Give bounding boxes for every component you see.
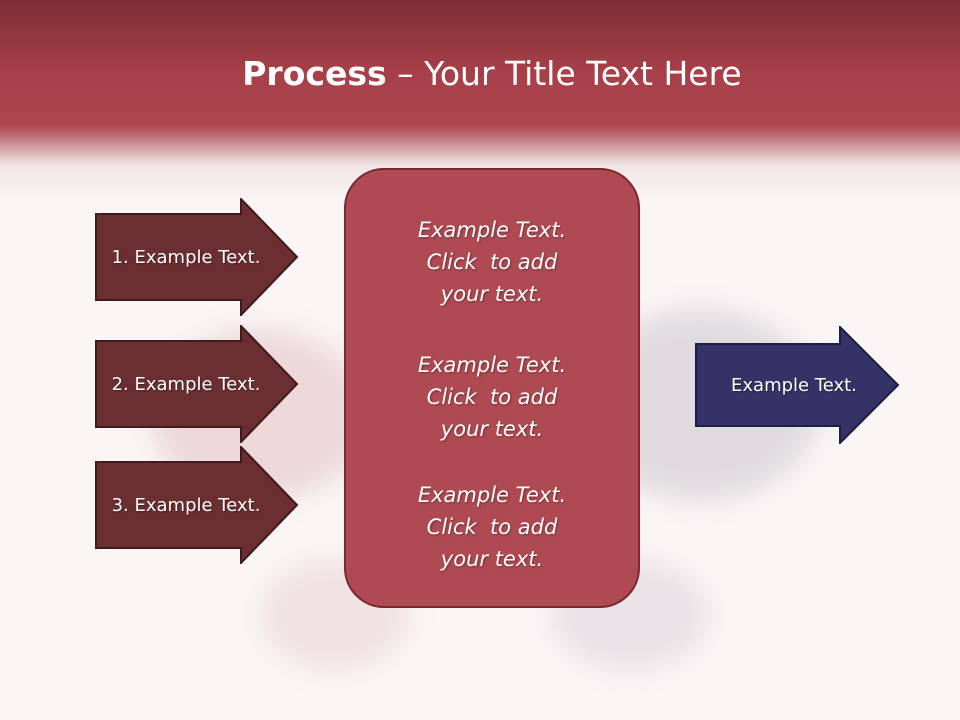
title-bold: Process	[242, 54, 387, 93]
step-arrow-label: 3. Example Text.	[111, 494, 261, 516]
text-line: your text.	[440, 547, 544, 571]
step-arrow-1[interactable]: 1. Example Text.	[95, 198, 299, 316]
arrow-shape	[95, 446, 299, 564]
text-line: Example Text.	[417, 353, 567, 377]
center-process-box[interactable]: Example Text. Click to add your text. Ex…	[344, 168, 640, 608]
text-block-3: Example Text. Click to add your text.	[346, 479, 638, 575]
title-rest: – Your Title Text Here	[386, 54, 742, 93]
output-arrow-label: Example Text.	[731, 374, 857, 396]
text-line: your text.	[440, 417, 544, 441]
output-arrow[interactable]: Example Text.	[695, 326, 900, 444]
arrow-shape	[95, 325, 299, 443]
text-line: Click to add	[426, 515, 558, 539]
arrow-shape	[695, 326, 900, 444]
step-arrow-3[interactable]: 3. Example Text.	[95, 446, 299, 564]
step-arrow-label: 2. Example Text.	[111, 373, 261, 395]
step-arrow-label: 1. Example Text.	[111, 246, 261, 268]
text-block-2: Example Text. Click to add your text.	[346, 349, 638, 445]
text-line: Example Text.	[417, 483, 567, 507]
text-line: Example Text.	[417, 218, 567, 242]
title-bar	[0, 0, 960, 200]
text-line: your text.	[440, 282, 544, 306]
arrow-shape	[95, 198, 299, 316]
text-block-1: Example Text. Click to add your text.	[346, 214, 638, 310]
text-line: Click to add	[426, 250, 558, 274]
text-line: Click to add	[426, 385, 558, 409]
slide-title[interactable]: Process – Your Title Text Here	[0, 54, 960, 94]
step-arrow-2[interactable]: 2. Example Text.	[95, 325, 299, 443]
